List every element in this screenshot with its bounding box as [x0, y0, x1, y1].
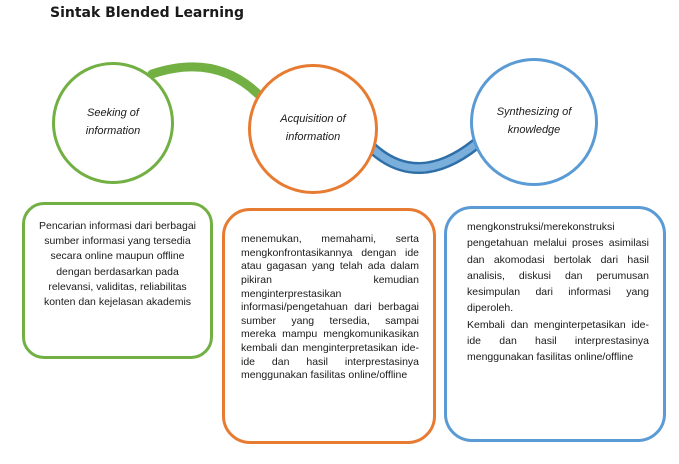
- description-box-acquisition: menemukan, memahami, serta mengkonfronta…: [222, 208, 436, 444]
- description-synthesizing-1: mengkonstruksi/merekonstruksi pengetahua…: [467, 221, 649, 315]
- description-synthesizing-2: Kembali dan menginterpetasikan ide-ide d…: [467, 318, 649, 364]
- diagram-title: Sintak Blended Learning: [50, 5, 245, 21]
- green-connector-arc: [147, 62, 267, 103]
- description-acquisition: menemukan, memahami, serta mengkonfronta…: [241, 233, 419, 382]
- description-seeking: Pencarian informasi dari berbagai sumber…: [38, 220, 196, 309]
- stage-label-acquisition: Acquisition of information: [280, 113, 346, 143]
- stage-circle-acquisition: Acquisition of information: [248, 64, 378, 194]
- description-box-seeking: Pencarian informasi dari berbagai sumber…: [22, 202, 213, 359]
- stage-label-synthesizing: Synthesizing of knowledge: [496, 106, 572, 136]
- stage-label-seeking: Seeking of information: [85, 107, 141, 137]
- stage-circle-seeking: Seeking of information: [52, 62, 174, 184]
- description-box-synthesizing: mengkonstruksi/merekonstruksi pengetahua…: [444, 206, 666, 442]
- stage-circle-synthesizing: Synthesizing of knowledge: [470, 58, 598, 186]
